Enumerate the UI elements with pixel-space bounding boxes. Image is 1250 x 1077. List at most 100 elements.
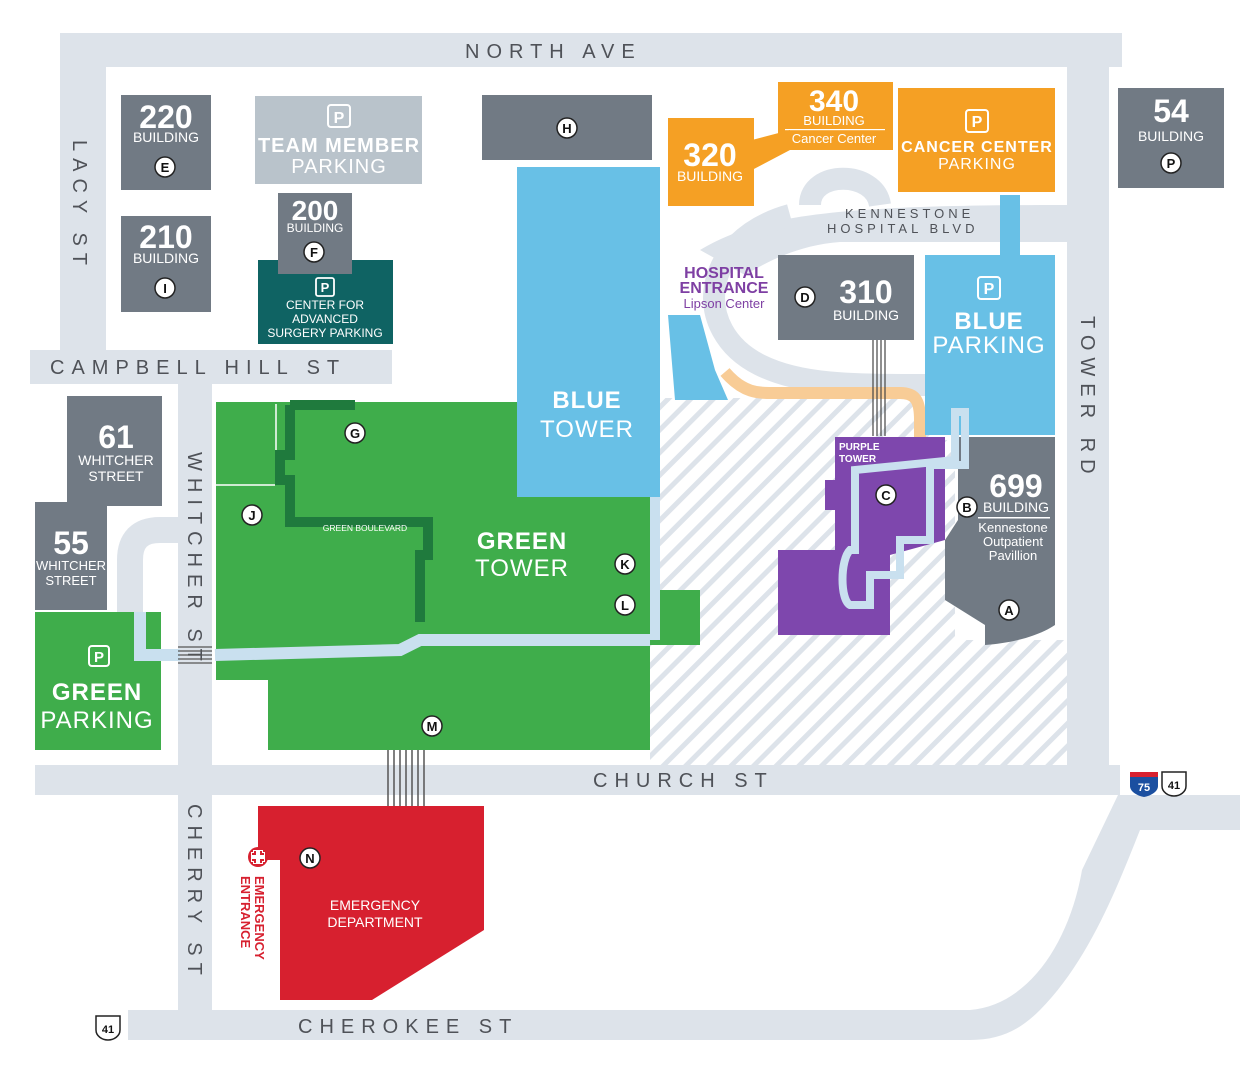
building-55-whitcher[interactable]: 55 WHITCHER STREET [35, 502, 107, 610]
surgery-line3: SURGERY PARKING [267, 326, 382, 340]
parking-icon [88, 645, 110, 667]
building-310[interactable]: 310 BUILDING [778, 255, 914, 340]
label-whitcher-st: WHITCHER ST [183, 452, 205, 668]
label-cherokee-st: CHEROKEE ST [298, 1016, 518, 1038]
green-tower-line1: GREEN [477, 528, 567, 555]
marker-f[interactable]: F [303, 241, 325, 263]
team-member-parking[interactable]: P TEAM MEMBER PARKING [255, 96, 422, 184]
road-lacy-st [60, 33, 106, 363]
parking-icon-letter: P [94, 649, 104, 666]
emergency-dept-line1: EMERGENCY [330, 897, 421, 913]
green-tower-line2: TOWER [475, 555, 569, 582]
building-61-whitcher[interactable]: 61 WHITCHER STREET [67, 396, 162, 506]
emergency-entrance-line1: EMERGENCY [252, 876, 267, 960]
marker-g[interactable]: G [344, 422, 366, 444]
marker-j[interactable]: J [241, 504, 263, 526]
marker-i[interactable]: I [154, 277, 176, 299]
building-320[interactable]: 320 BUILDING [668, 118, 754, 206]
cancer-center-line2: PARKING [938, 156, 1016, 173]
parking-icon-letter: P [334, 110, 345, 127]
svg-text:C: C [881, 488, 891, 503]
svg-text:A: A [1004, 603, 1014, 618]
marker-a[interactable]: A [998, 599, 1020, 621]
marker-p[interactable]: P [1160, 152, 1182, 174]
marker-l[interactable]: L [614, 594, 636, 616]
svg-text:I: I [163, 281, 167, 296]
connector-320-340 [752, 130, 790, 170]
marker-h[interactable]: H [556, 117, 578, 139]
road-kennestone-loop [703, 167, 931, 396]
label-church-st: CHURCH ST [593, 770, 774, 792]
building-200-label: BUILDING [287, 221, 344, 235]
svg-text:B: B [962, 500, 971, 515]
marker-d[interactable]: D [794, 286, 816, 308]
road-cherry-st [178, 795, 212, 1010]
svg-text:M: M [427, 719, 438, 734]
label-campbell-hill-st: CAMPBELL HILL ST [50, 357, 346, 379]
svg-text:P: P [1167, 156, 1176, 171]
svg-text:41: 41 [1168, 780, 1180, 792]
svg-text:E: E [161, 160, 170, 175]
road-tower-rd [1067, 33, 1109, 791]
svg-text:41: 41 [102, 1024, 114, 1036]
building-55-number: 55 [53, 525, 89, 561]
label-north-ave: NORTH AVE [465, 41, 642, 63]
label-kennestone-1: KENNESTONE [845, 206, 974, 221]
building-699[interactable]: 699 BUILDING Kennestone Outpatient Pavil… [945, 437, 1055, 645]
emergency-entrance: EMERGENCY ENTRANCE [238, 847, 268, 960]
blue-tower-line2: TOWER [540, 416, 634, 443]
label-tower-rd: TOWER RD [1076, 316, 1098, 481]
building-54-number: 54 [1153, 93, 1189, 129]
building-340-sub: Cancer Center [792, 131, 877, 146]
walkway-grille-church [387, 750, 425, 808]
road-north-ave [60, 33, 1122, 67]
purple-tower-line1: PURPLE [839, 442, 880, 453]
shield-us41-cherokee-icon: 41 [95, 1015, 121, 1041]
svg-text:F: F [310, 245, 318, 260]
svg-text:K: K [620, 557, 630, 572]
road-blue-parking-connector [1000, 195, 1020, 255]
emergency-dept-line2: DEPARTMENT [327, 914, 423, 930]
walkway-grille-310 [872, 340, 886, 436]
blue-tower[interactable]: BLUE TOWER [517, 167, 660, 497]
hospital-entrance-line1: HOSPITAL [684, 265, 764, 282]
blue-parking-line2: PARKING [932, 332, 1045, 359]
cancer-center-parking[interactable]: P CANCER CENTER PARKING [898, 88, 1055, 192]
building-54[interactable]: 54 BUILDING [1118, 88, 1224, 188]
building-699-line1: Kennestone [978, 520, 1047, 535]
blue-parking-line1: BLUE [954, 308, 1023, 335]
building-220-number: 220 [139, 99, 192, 135]
marker-m[interactable]: M [421, 715, 443, 737]
marker-c[interactable]: C [875, 484, 897, 506]
marker-n[interactable]: N [299, 847, 321, 869]
building-699-label: BUILDING [983, 499, 1049, 515]
building-340[interactable]: 340 BUILDING Cancer Center [778, 82, 893, 150]
surgery-line1: CENTER FOR [286, 298, 364, 312]
building-61-line1: WHITCHER [78, 452, 153, 468]
marker-e[interactable]: E [154, 156, 176, 178]
svg-text:75: 75 [1138, 782, 1150, 794]
green-parking-line1: GREEN [52, 679, 142, 706]
building-54-label: BUILDING [1138, 128, 1204, 144]
label-cherry-st: CHERRY ST [183, 804, 205, 982]
parking-icon [315, 277, 335, 297]
building-699-line3: Pavillion [989, 548, 1037, 563]
green-boulevard-label: GREEN BOULEVARD [323, 523, 407, 533]
marker-k[interactable]: K [614, 553, 636, 575]
hospital-entrance-canopy [668, 315, 728, 400]
hospital-entrance-label: HOSPITAL ENTRANCE Lipson Center [680, 265, 769, 311]
svg-text:D: D [800, 290, 809, 305]
marker-b[interactable]: B [956, 496, 978, 518]
hospital-entrance-line2: ENTRANCE [680, 280, 769, 297]
cancer-center-line1: CANCER CENTER [901, 139, 1053, 156]
purple-tower[interactable]: PURPLE TOWER [778, 408, 969, 635]
blue-parking[interactable]: P BLUE PARKING [925, 255, 1055, 435]
surgery-line2: ADVANCED [292, 312, 358, 326]
blue-tower-line1: BLUE [552, 387, 621, 414]
emergency-department[interactable]: EMERGENCY DEPARTMENT [258, 806, 484, 1000]
parking-icon [965, 109, 989, 133]
svg-text:N: N [305, 851, 314, 866]
parking-icon [327, 104, 351, 128]
building-699-line2: Outpatient [983, 534, 1043, 549]
